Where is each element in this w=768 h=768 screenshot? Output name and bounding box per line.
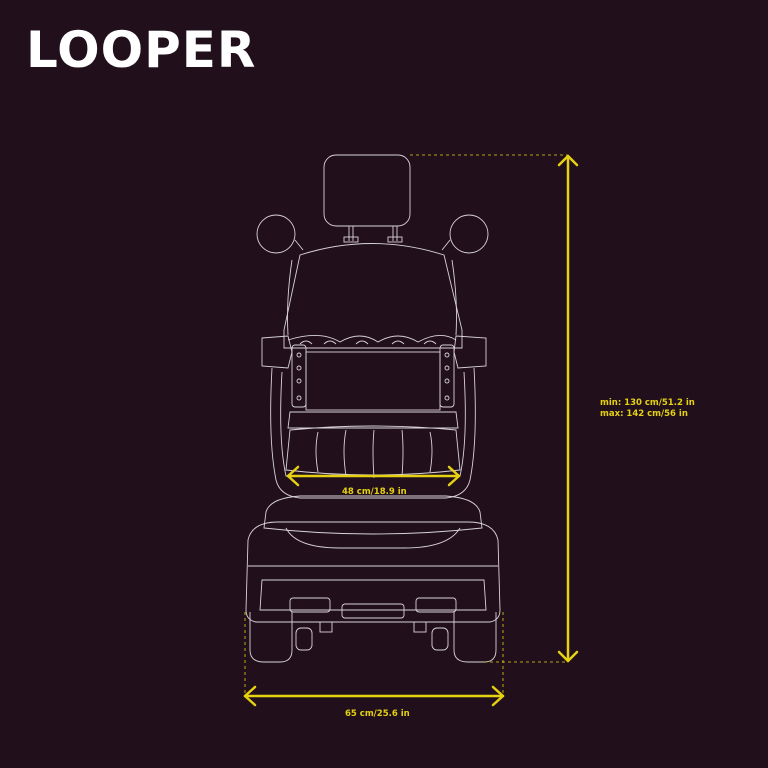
left-mirror <box>256 214 296 254</box>
scooter-body <box>263 495 483 535</box>
height-max-label: max: 142 cm/56 in <box>600 409 688 419</box>
overall-width-label: 65 cm/25.6 in <box>345 709 410 719</box>
product-title: LOOPER <box>26 21 257 79</box>
left-armrest <box>261 335 293 369</box>
height-min-label: min: 130 cm/51.2 in <box>600 398 695 408</box>
dimension-lines <box>243 154 579 707</box>
left-wheel <box>249 612 293 663</box>
seat-width-label: 48 cm/18.9 in <box>342 487 407 497</box>
seat-cushion <box>287 411 459 429</box>
backrest <box>283 243 463 349</box>
right-armrest <box>453 335 487 369</box>
front-shroud <box>245 521 501 623</box>
right-mirror <box>449 214 489 254</box>
height-dimension-label: min: 130 cm/51.2 in max: 142 cm/56 in <box>600 398 695 420</box>
mobility-scooter-front-view <box>245 154 501 663</box>
right-wheel <box>453 612 497 663</box>
headrest <box>323 154 411 227</box>
